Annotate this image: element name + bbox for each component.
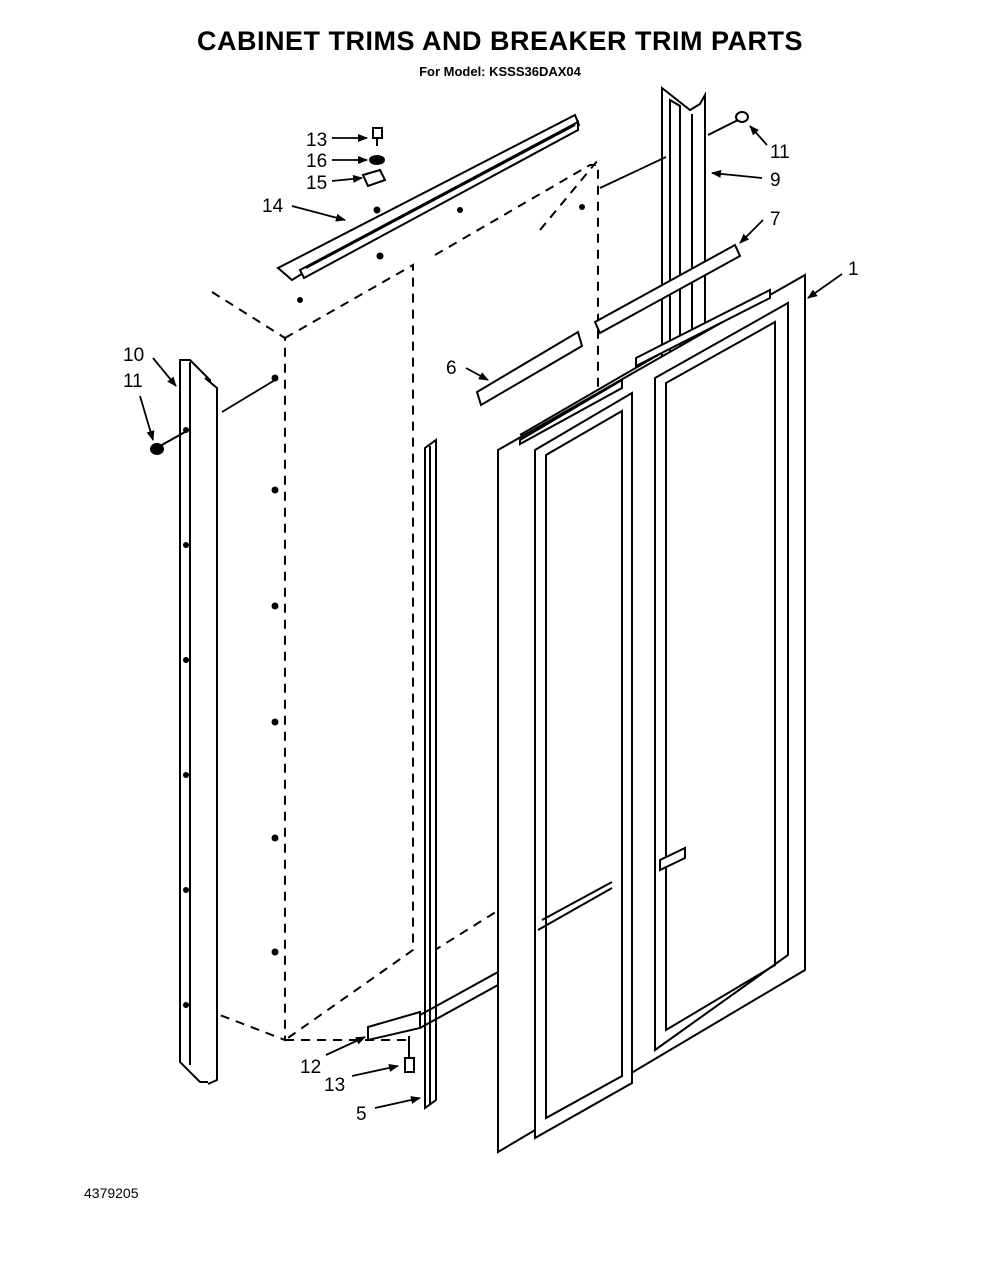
cabinet-holes <box>271 204 585 956</box>
diagram-title: CABINET TRIMS AND BREAKER TRIM PARTS <box>197 26 803 56</box>
callout-9: 9 <box>770 170 781 191</box>
middle-breaker-trim <box>475 330 584 407</box>
document-number: 4379205 <box>84 1185 139 1201</box>
callout-12: 12 <box>300 1057 321 1078</box>
top-trim-rail <box>276 113 581 282</box>
right-mount-line <box>599 156 667 189</box>
callout-13-bottom: 13 <box>324 1075 345 1096</box>
callout-5: 5 <box>356 1104 367 1125</box>
top-fastener-stack <box>361 127 387 260</box>
left-screw <box>150 431 186 455</box>
model-subtitle: For Model: KSSS36DAX04 <box>419 64 581 79</box>
left-mount-line <box>221 379 276 413</box>
left-side-trim <box>179 359 218 1085</box>
bottom-screw <box>404 1036 415 1073</box>
right-screw <box>707 111 749 136</box>
leader-arrows <box>139 125 843 1109</box>
callout-6: 6 <box>446 358 457 379</box>
upper-breaker-trim <box>593 243 742 335</box>
callout-1: 1 <box>848 259 859 280</box>
callout-14: 14 <box>262 196 284 217</box>
callout-13-top: 13 <box>306 130 327 151</box>
breaker-frame <box>497 273 806 1154</box>
callout-7: 7 <box>770 209 781 230</box>
bottom-breaker-trim <box>367 971 499 1042</box>
callout-16: 16 <box>306 151 327 172</box>
callout-11-right: 11 <box>770 142 790 163</box>
callout-15: 15 <box>306 173 327 194</box>
left-trim-holes <box>183 427 189 1008</box>
callout-11-left: 11 <box>123 371 143 392</box>
callout-10: 10 <box>123 345 144 366</box>
center-vertical-trim <box>424 438 437 1110</box>
